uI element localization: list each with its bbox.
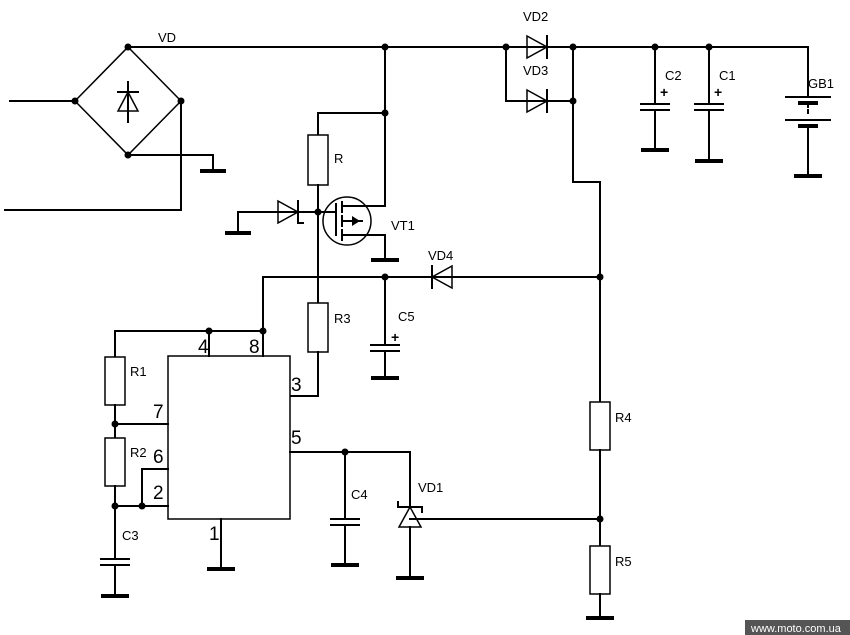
label-c5: C5 — [398, 309, 415, 324]
capacitor-c1 — [694, 46, 724, 163]
label-r: R — [334, 151, 343, 166]
resistor-r4 — [589, 401, 611, 451]
pin-8: 8 — [249, 337, 260, 358]
watermark: www.moto.com.ua — [750, 623, 842, 635]
pin-2: 2 — [153, 483, 164, 504]
mosfet-vt1 — [319, 196, 386, 246]
capacitor-c5 — [370, 276, 400, 380]
zener-diode-vd1 — [397, 501, 423, 528]
label-gb1: GB1 — [808, 76, 834, 91]
pin-1: 1 — [209, 524, 220, 545]
capacitor-c2 — [640, 46, 670, 152]
zener-diode-gate — [277, 199, 304, 225]
diode-vd4 — [430, 264, 453, 290]
label-r2: R2 — [130, 445, 147, 460]
resistor-r2 — [104, 437, 126, 487]
resistor-r — [307, 134, 329, 186]
pin-4: 4 — [198, 337, 209, 358]
label-r3: R3 — [334, 311, 351, 326]
diode-bridge-vd — [4, 43, 226, 211]
polarity-c1: + — [714, 84, 722, 100]
label-c4: C4 — [351, 487, 368, 502]
resistor-r1 — [104, 356, 126, 406]
label-vd2: VD2 — [523, 9, 548, 24]
label-vd1: VD1 — [418, 480, 443, 495]
label-c2: C2 — [665, 68, 682, 83]
diode-vd3 — [526, 88, 549, 114]
label-c1: C1 — [719, 68, 736, 83]
battery-gb1 — [785, 46, 831, 178]
pin-5: 5 — [291, 428, 302, 449]
timer-ic — [167, 355, 291, 520]
polarity-c2: + — [660, 84, 668, 100]
capacitor-c4 — [330, 451, 360, 567]
pin-3: 3 — [291, 375, 302, 396]
resistor-r3 — [307, 302, 329, 353]
label-r1: R1 — [130, 364, 147, 379]
label-c3: C3 — [122, 528, 139, 543]
label-vt1: VT1 — [391, 218, 415, 233]
label-vd: VD — [158, 30, 176, 45]
label-vd4: VD4 — [428, 248, 453, 263]
watermark-bg — [745, 620, 850, 635]
label-r5: R5 — [615, 554, 632, 569]
polarity-c5: + — [391, 329, 399, 345]
label-r4: R4 — [615, 410, 632, 425]
pin-7: 7 — [153, 402, 164, 423]
resistor-r5 — [589, 545, 611, 595]
capacitor-c3 — [100, 558, 130, 598]
pin-6: 6 — [153, 447, 164, 468]
label-vd3: VD3 — [523, 63, 548, 78]
diode-vd2 — [526, 34, 549, 60]
